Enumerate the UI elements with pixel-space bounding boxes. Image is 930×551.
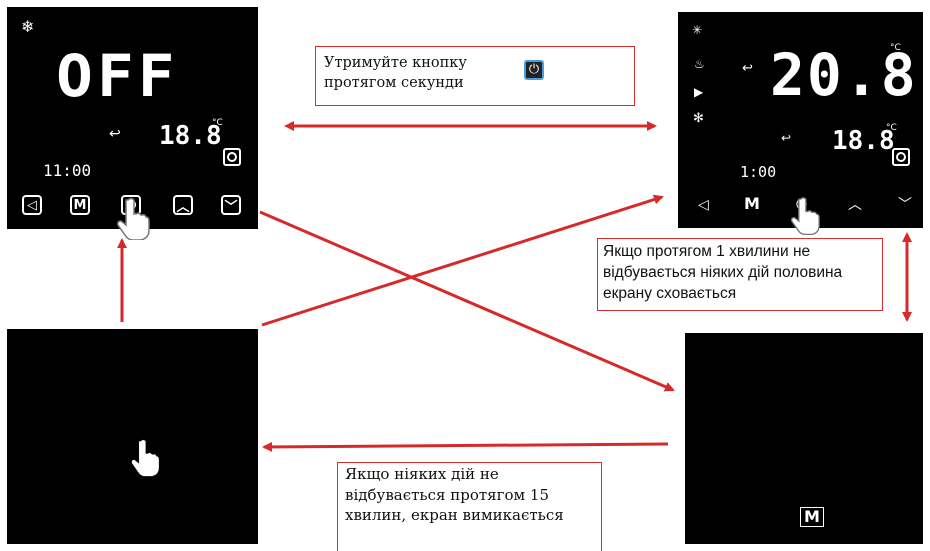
note-hold-button: Утримуйте кнопку протягом секунди ⏻: [315, 46, 635, 106]
arrow-off-half: [259, 210, 675, 392]
set-temp-icon: ↩: [742, 61, 753, 76]
panel-off-state: ❄ OFF ↩ 18.8 °C 11:00 ◁ M ⏻ ︿ ﹀: [7, 7, 258, 229]
clock-time: 11:00: [43, 161, 92, 180]
mode-icon[interactable]: M: [744, 194, 760, 213]
up-button[interactable]: ︿: [173, 195, 193, 215]
note-hold-line1: Утримуйте кнопку: [324, 55, 467, 71]
sound-button[interactable]: ◁: [22, 195, 42, 215]
panel-screen-off: [7, 329, 258, 544]
room-temp-icon: ↩: [109, 126, 121, 142]
up-icon[interactable]: ︿: [848, 197, 862, 213]
set-temperature: 20.8: [770, 41, 918, 109]
hand-cursor-icon: [131, 439, 160, 477]
celsius-unit: °C: [890, 43, 901, 53]
note-hold-line2: протягом секунди: [324, 75, 464, 91]
hand-cursor-icon: [117, 197, 150, 240]
note-half-screen: Якщо протягом 1 хвилини не відбувається …: [597, 238, 883, 311]
snowflake-icon: ✳: [692, 23, 703, 37]
celsius-unit-small: °C: [886, 123, 897, 133]
panel-half-screen: M: [685, 333, 923, 544]
panel-on-state: ✳ ♨ ▶ ✻ ↩ 20.8 °C ↩ 18.8 °C 1:00 ◁ M ⏻ ︿…: [678, 12, 923, 228]
snowflake-icon: ❄: [21, 17, 35, 36]
room-temp-icon: ↩: [781, 131, 792, 145]
off-status: OFF: [56, 42, 179, 110]
note-screen-off: Якщо ніяких дій не відбувається протягом…: [337, 462, 602, 551]
room-temperature: 18.8: [159, 121, 222, 151]
sound-icon[interactable]: ◁: [698, 197, 709, 213]
down-icon[interactable]: ﹀: [898, 197, 912, 213]
down-button[interactable]: ﹀: [221, 195, 241, 215]
fan-icon: ▶: [694, 85, 704, 99]
sun-icon: ✻: [693, 111, 704, 126]
power-icon: ⏻: [524, 60, 544, 80]
timer-icon: [223, 148, 241, 166]
heat-icon: ♨: [694, 57, 705, 71]
mode-button[interactable]: M: [70, 195, 90, 215]
arrow-half-off: [262, 441, 669, 452]
clock-time: 1:00: [740, 163, 777, 181]
mode-icon[interactable]: M: [800, 507, 824, 527]
arrow-screenoff-on: [261, 194, 664, 327]
room-temperature: 18.8: [832, 126, 895, 156]
celsius-unit: °C: [212, 118, 223, 128]
hand-cursor-icon: [790, 197, 820, 235]
timer-icon: [892, 148, 910, 166]
